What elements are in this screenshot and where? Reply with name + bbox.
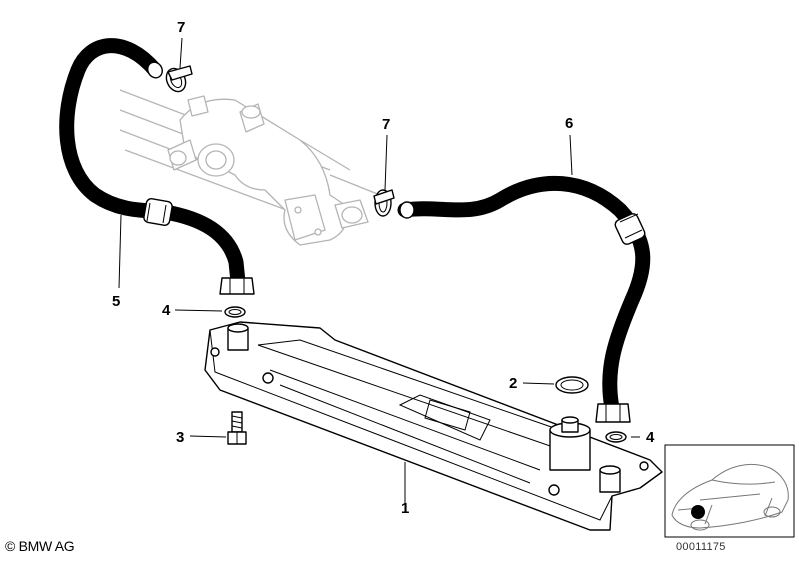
vehicle-locator-thumbnail [664,444,795,538]
ghost-coolant-housing [119,89,381,246]
seal-ring-4-left [224,306,246,318]
bolt-3 [227,411,247,445]
callout-3: 3 [176,429,184,446]
seal-ring-4-right [605,431,627,443]
seal-ring-2 [555,376,589,394]
hose-clamp-7-upper [165,65,193,93]
location-marker-icon [691,505,705,519]
callout-2: 2 [509,375,517,392]
leader-lines [118,37,640,503]
copyright-text: © BMW AG [5,538,75,554]
hose-clamp-7-middle [373,189,395,217]
callout-1: 1 [401,500,409,517]
callout-5: 5 [112,293,120,310]
oil-cooler-1 [204,321,663,531]
callout-7-middle: 7 [382,116,390,133]
callout-6: 6 [565,115,573,132]
coolant-hose-5 [59,38,255,295]
car-outline-icon [671,463,789,529]
callout-4-left: 4 [162,302,171,319]
callout-4-right: 4 [646,429,655,446]
callout-labels: 7 7 6 5 4 2 3 4 1 [112,19,655,517]
coolant-hose-6 [397,175,651,423]
callout-7-upper: 7 [177,19,185,36]
diagram-part-number: 00011175 [676,541,726,553]
